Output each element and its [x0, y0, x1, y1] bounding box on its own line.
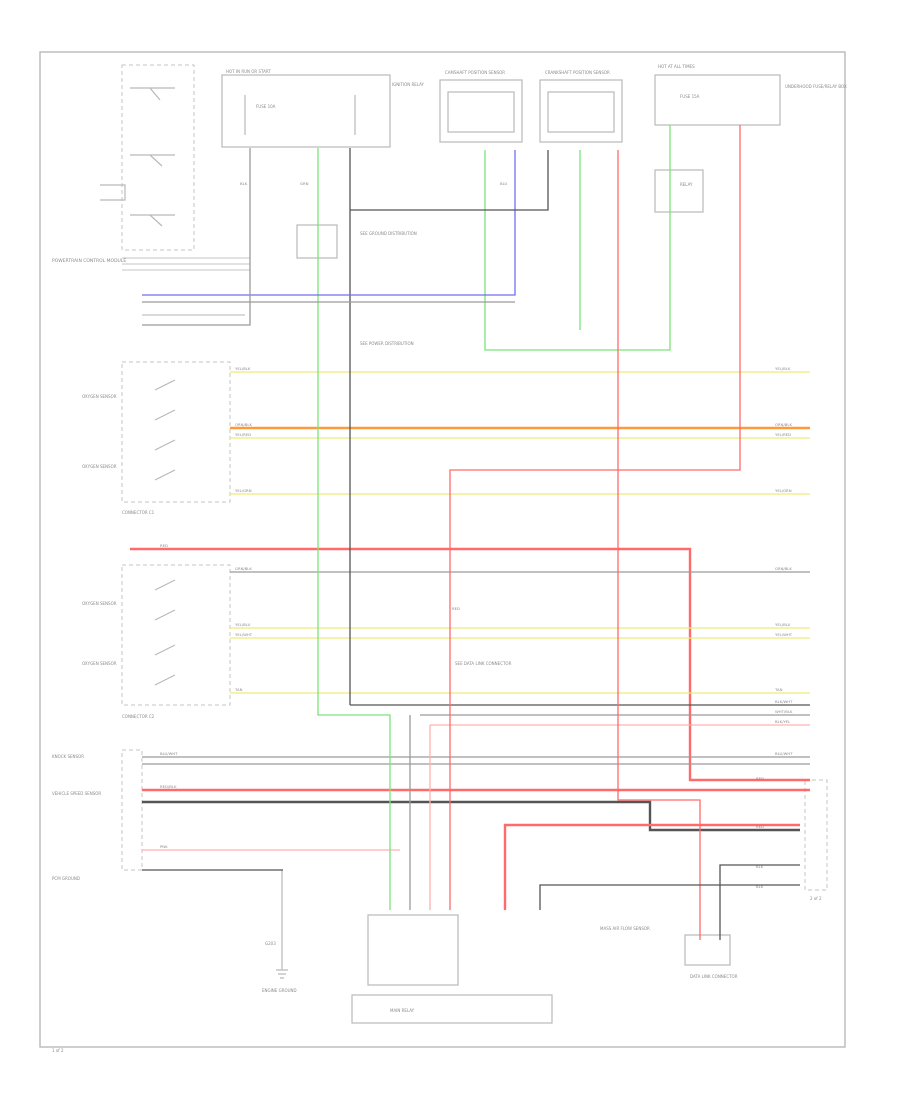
- mid-relay: [296, 224, 338, 259]
- ecm-lower-block: OXYGEN SENSOR OXYGEN SENSOR CONNECTOR C2: [82, 564, 231, 719]
- wire-label-17c: BLK: [756, 884, 764, 889]
- wire-gray-v3: [142, 148, 251, 326]
- vss-label: VEHICLE SPEED SENSOR: [52, 791, 101, 796]
- wire-label-10r: TAN: [774, 687, 783, 692]
- wire-label-13: RED: [160, 543, 168, 548]
- wire-label-14: BLK/YEL: [775, 719, 791, 724]
- cam-sensor: CAMSHAFT POSITION SENSOR: [439, 70, 523, 143]
- wire-label-18: BLU: [500, 181, 508, 186]
- wire-label-9: YEL/WHT: [235, 632, 253, 637]
- top-fuse-sub: FUSE 10A: [256, 104, 276, 109]
- o2-left-3: OXYGEN SENSOR: [82, 601, 117, 606]
- bottom-relay: MAIN RELAY MASS AIR FLOW SENSOR: [351, 914, 650, 1024]
- wire-red-3: [503, 823, 800, 910]
- small-relay: RELAY: [654, 169, 704, 213]
- wire-label-5: YEL/GRN: [235, 488, 252, 493]
- wire-label-10: TAN: [234, 687, 243, 692]
- wire-label-13b: RED: [452, 606, 460, 611]
- data-link-connector: DATA LINK CONNECTOR: [684, 934, 738, 979]
- wire-dark-2: [142, 800, 800, 832]
- top-fuse-label: HOT IN RUN OR START: [226, 69, 271, 74]
- knock-sensor-label: KNOCK SENSOR: [52, 754, 84, 759]
- wire-label-8: YEL/BLU: [235, 622, 251, 627]
- ecm-bottom-block: KNOCK SENSOR VEHICLE SPEED SENSOR PCM GR…: [52, 749, 143, 881]
- ecm-mid-block: OXYGEN SENSOR OXYGEN SENSOR CONNECTOR C1: [82, 361, 231, 515]
- top-fuse-block: HOT IN RUN OR START FUSE 10A IGNITION RE…: [221, 69, 425, 148]
- ignition-relay-label: IGNITION RELAY: [392, 82, 425, 87]
- o2-left-1: OXYGEN SENSOR: [82, 394, 117, 399]
- wire-label-2: BLU/WHT: [160, 751, 178, 756]
- splice-note-3: SEE DATA LINK CONNECTOR: [455, 661, 512, 666]
- wire-green-1: [317, 148, 391, 910]
- wire-label-16: GRN: [300, 181, 309, 186]
- bottom-left-tag: PCM GROUND: [52, 876, 80, 881]
- wire-label-3r: ORN/BLK: [775, 422, 792, 427]
- wire-label-8r: YEL/BLU: [775, 622, 791, 627]
- wire-label-13d: RED: [756, 824, 764, 829]
- small-relay-label: RELAY: [680, 182, 693, 187]
- wire-label-12: WHT/BLK: [775, 709, 793, 714]
- wire-label-6: RED/BLK: [160, 784, 177, 789]
- o2-left-4: OXYGEN SENSOR: [82, 661, 117, 666]
- wire-red-main: [130, 547, 810, 782]
- wire-label-13c: RED: [756, 776, 764, 781]
- splice-note-2: SEE POWER DISTRIBUTION: [360, 341, 414, 346]
- right-connector: [804, 779, 828, 891]
- diagram-frame: [39, 51, 846, 1048]
- wire-label-17: BLK: [240, 181, 248, 186]
- wire-gray-v2: [350, 150, 549, 211]
- wire-dark-v2: [539, 884, 800, 910]
- crank-sensor: CRANKSHAFT POSITION SENSOR: [539, 70, 623, 143]
- wire-label-4: YEL/RED: [235, 432, 251, 437]
- wire-label-9r: YEL/WHT: [775, 632, 793, 637]
- wire-blue: [142, 150, 516, 296]
- ground-ref: G203: [265, 941, 276, 946]
- wire-green-2: [484, 125, 671, 351]
- wire-label-15: PNK: [160, 844, 168, 849]
- ecm-mid-label: CONNECTOR C1: [122, 510, 155, 515]
- ecm-upper-label: POWERTRAIN CONTROL MODULE: [52, 258, 126, 264]
- top-right-fuse-label: HOT AT ALL TIMES: [658, 64, 695, 69]
- ground-symbol: ENGINE GROUND: [262, 870, 297, 993]
- bottom-sensor-1: MASS AIR FLOW SENSOR: [600, 926, 650, 931]
- top-right-fuse-sub: FUSE 15A: [680, 94, 700, 99]
- wire-label-17b: BLK: [756, 864, 764, 869]
- ecm-upper-block: POWERTRAIN CONTROL MODULE: [52, 64, 250, 271]
- wire-dark-v3: [719, 864, 800, 940]
- wire-label-11: BLK/WHT: [775, 699, 793, 704]
- top-right-fuse: HOT AT ALL TIMES FUSE 15A UNDERHOOD FUSE…: [654, 64, 847, 126]
- wire-red-v2: [449, 125, 741, 910]
- o2-left-2: OXYGEN SENSOR: [82, 464, 117, 469]
- wire-label-4r: YEL/RED: [775, 432, 791, 437]
- wire-label-5r: YEL/GRN: [775, 488, 792, 493]
- top-right-note: UNDERHOOD FUSE/RELAY BOX: [785, 84, 847, 89]
- wire-label-1: YEL/BLK: [235, 366, 251, 371]
- wire-label-2r: BLU/WHT: [775, 751, 793, 756]
- wire-red-v1: [617, 150, 701, 940]
- crank-sensor-label: CRANKSHAFT POSITION SENSOR: [545, 70, 610, 75]
- bottom-relay-label: MAIN RELAY: [390, 1008, 415, 1013]
- bottom-sensor-2: DATA LINK CONNECTOR: [690, 974, 738, 979]
- cam-sensor-label: CAMSHAFT POSITION SENSOR: [445, 70, 505, 75]
- ground-label: ENGINE GROUND: [262, 988, 297, 993]
- splice-note-1: SEE GROUND DISTRIBUTION: [360, 231, 417, 236]
- corner-ref: 2 of 2: [810, 896, 822, 901]
- wire-label-7r: GRN/BLK: [775, 566, 792, 571]
- wire-label-3: ORN/BLK: [235, 422, 252, 427]
- ecm-lower-label: CONNECTOR C2: [122, 714, 155, 719]
- wires: [130, 125, 810, 940]
- wire-label-7: GRN/BLK: [235, 566, 252, 571]
- page-ref: 1 of 2: [52, 1048, 64, 1053]
- wire-label-1r: YEL/BLK: [775, 366, 791, 371]
